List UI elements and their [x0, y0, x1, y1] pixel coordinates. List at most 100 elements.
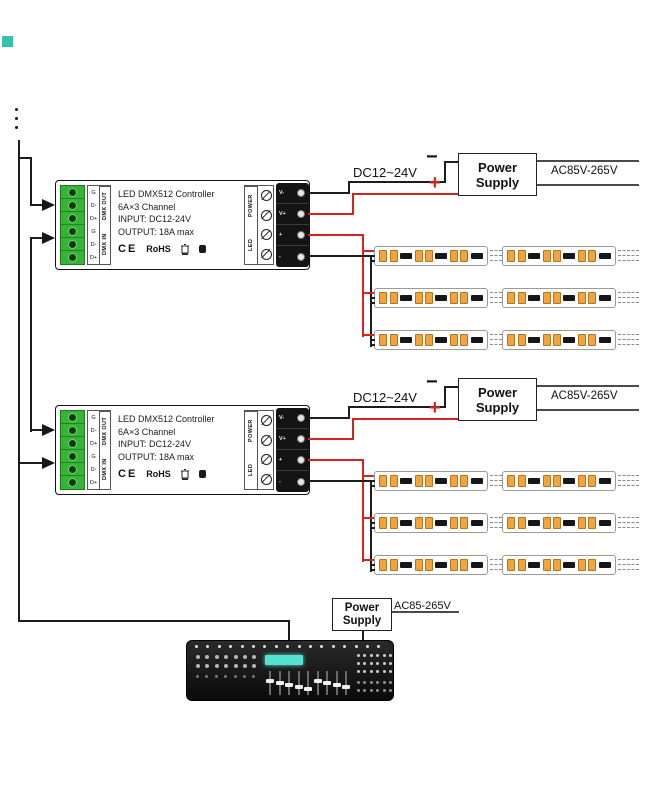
led-chip [460, 334, 469, 346]
wire-segment [370, 297, 375, 299]
led-chip [449, 475, 458, 487]
dashed-wire [618, 255, 639, 256]
led-strip [374, 330, 488, 350]
console-button [252, 645, 255, 648]
fader-track [269, 671, 271, 695]
led-chip [424, 559, 433, 571]
resistor [528, 337, 541, 343]
dmx-console [186, 640, 394, 701]
terminal-cell [61, 251, 84, 264]
console-button [196, 655, 200, 659]
led-chip [379, 559, 388, 571]
led-chip [379, 292, 388, 304]
led-chip [517, 559, 526, 571]
wire-segment [370, 344, 375, 346]
led-chip [577, 334, 586, 346]
resistor [598, 562, 611, 568]
terminal-screw-icon [68, 200, 77, 210]
console-button [357, 654, 360, 657]
led-chip [517, 334, 526, 346]
console-button [357, 689, 360, 692]
led-chip [552, 334, 561, 346]
console-button [205, 675, 209, 678]
led-chip [379, 475, 388, 487]
wire-segment [370, 522, 375, 524]
wire-segment [444, 386, 460, 388]
led-section-label: LED [248, 238, 254, 251]
resistor [400, 478, 413, 484]
controller-title: LED DMX512 Controller [118, 189, 215, 199]
dashed-wire [618, 517, 639, 518]
dashed-wire [618, 475, 639, 476]
wire-segment [370, 339, 375, 341]
console-ac-label: AC85-265V [394, 600, 451, 612]
dashed-wire [618, 297, 639, 298]
resistor [598, 478, 611, 484]
console-button [205, 664, 210, 668]
console-button [274, 645, 278, 648]
resistor [400, 253, 413, 259]
wire-segment [362, 475, 374, 477]
terminal-label: - [279, 253, 281, 260]
resistor [470, 337, 483, 343]
dmx-in-label: DMX IN [102, 458, 108, 481]
resistor [598, 253, 611, 259]
dashed-wire [618, 302, 639, 303]
fader-knob [275, 681, 284, 685]
console-power-supply-box: Power Supply [332, 598, 392, 631]
resistor [435, 337, 448, 343]
wire-segment [348, 406, 445, 408]
pin-label: D+ [89, 254, 98, 261]
wire-segment [352, 418, 354, 440]
power-led-section: POWER LED [244, 185, 274, 265]
resistor [563, 562, 576, 568]
led-chip [577, 292, 586, 304]
led-chip [379, 334, 388, 346]
led-chip [588, 334, 597, 346]
terminal-hole [297, 252, 305, 261]
console-button [369, 654, 373, 657]
weee-bin-icon [180, 244, 189, 255]
resistor [470, 253, 483, 259]
minus-sign: − [426, 371, 438, 393]
power-led-section: POWER LED [244, 410, 274, 490]
console-button [369, 681, 373, 684]
led-chip [460, 292, 469, 304]
terminal-cell [61, 411, 84, 424]
led-chip [424, 475, 433, 487]
led-strip [374, 513, 488, 533]
led-chip [389, 250, 398, 262]
resistor [598, 520, 611, 526]
screw-icon [260, 434, 272, 446]
console-button [376, 689, 380, 692]
led-chip [449, 334, 458, 346]
fader-knob [342, 685, 350, 689]
power-section-label: POWER [245, 186, 257, 225]
led-chip [460, 559, 469, 571]
wire-segment [308, 255, 374, 257]
wire-segment [308, 480, 374, 482]
led-chip [542, 292, 551, 304]
terminal-cell: V- [276, 183, 309, 204]
led-chip [588, 517, 597, 529]
led-chip [552, 559, 561, 571]
dashed-wire [490, 569, 502, 570]
wire-segment [288, 620, 290, 642]
led-chip [588, 250, 597, 262]
terminal-label: V+ [279, 436, 286, 442]
fader-track [307, 671, 309, 695]
plus-sign: + [429, 397, 441, 419]
console-button [389, 654, 392, 657]
terminal-label: V- [279, 190, 285, 196]
screw-icon [260, 248, 272, 260]
led-chip [507, 559, 516, 571]
console-button [363, 662, 367, 665]
terminal-cell [61, 186, 84, 199]
console-button [196, 664, 200, 668]
console-button [382, 654, 386, 657]
dashed-wire [490, 485, 502, 486]
dashed-wire [490, 480, 502, 481]
console-button [382, 689, 386, 692]
dashed-wire [490, 517, 502, 518]
wire-segment [370, 485, 375, 487]
